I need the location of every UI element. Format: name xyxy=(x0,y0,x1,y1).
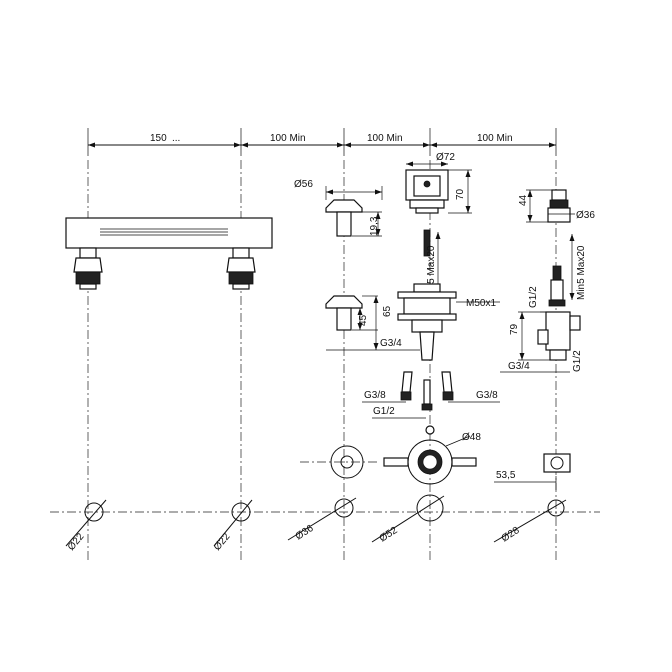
dim-gap1: 100 Min xyxy=(270,133,306,144)
dim-valve-thread: M50x1 xyxy=(466,298,496,309)
dim-gap2: 100 Min xyxy=(367,133,403,144)
dim-valve-len: Min5 Max20 xyxy=(426,245,437,300)
dim-hole3: Ø36 xyxy=(294,523,316,543)
dim-spout-height: 65 xyxy=(382,305,393,317)
dim-cover-dia: Ø48 xyxy=(462,432,481,443)
top-dimension-chain: 150 ... 100 Min 100 Min 100 Min xyxy=(87,128,557,156)
dim-150-tail: ... xyxy=(172,133,180,144)
dim-side-valve-out: G3/4 xyxy=(508,361,530,372)
dim-side-valve-len: Min5 Max20 xyxy=(576,245,587,300)
dim-spout-inner: 45 xyxy=(358,314,369,326)
dim-shower-height: 19,3 xyxy=(369,216,380,236)
dim-hose-bottom: G1/2 xyxy=(373,406,395,417)
dim-hose-right: G3/8 xyxy=(476,390,498,401)
plan-view: Ø48 53,5 xyxy=(300,425,571,490)
dim-spout-thread: G3/4 xyxy=(380,338,402,349)
dim-hole1: Ø22 xyxy=(66,531,87,553)
dim-handle-height: 70 xyxy=(455,188,466,200)
valve-body: Min5 Max20 M50x1 xyxy=(397,229,500,361)
side-valve: Min5 Max20 G1/2 79 G3/4 G1/2 xyxy=(500,234,587,373)
dim-side-valve-height: 79 xyxy=(509,323,520,335)
bath-spout xyxy=(65,217,273,290)
dim-150: 150 xyxy=(150,133,167,144)
dim-side-valve-side: G1/2 xyxy=(572,350,583,372)
holes-row: Ø22 Ø22 Ø36 Ø52 Ø28 xyxy=(65,494,567,553)
dim-side-dia: Ø36 xyxy=(576,210,595,221)
dim-gap3: 100 Min xyxy=(477,133,513,144)
dim-side-valve-thread: G1/2 xyxy=(528,286,539,308)
dim-cover-offset: 53,5 xyxy=(496,470,516,481)
spout-part: 65 45 G3/4 xyxy=(325,295,420,351)
shower-head-part: Ø56 19,3 xyxy=(294,179,383,237)
dim-handle-dia: Ø72 xyxy=(436,152,455,163)
handle-top: Ø72 70 xyxy=(405,152,472,214)
hoses: G3/8 G3/8 G1/2 xyxy=(362,371,500,419)
side-head: 44 Ø36 xyxy=(518,189,595,223)
dim-hole4: Ø52 xyxy=(378,525,400,545)
dim-hole2: Ø22 xyxy=(212,531,233,553)
dim-hose-left: G3/8 xyxy=(364,390,386,401)
dim-side-height: 44 xyxy=(518,194,529,206)
dim-shower-dia: Ø56 xyxy=(294,179,313,190)
